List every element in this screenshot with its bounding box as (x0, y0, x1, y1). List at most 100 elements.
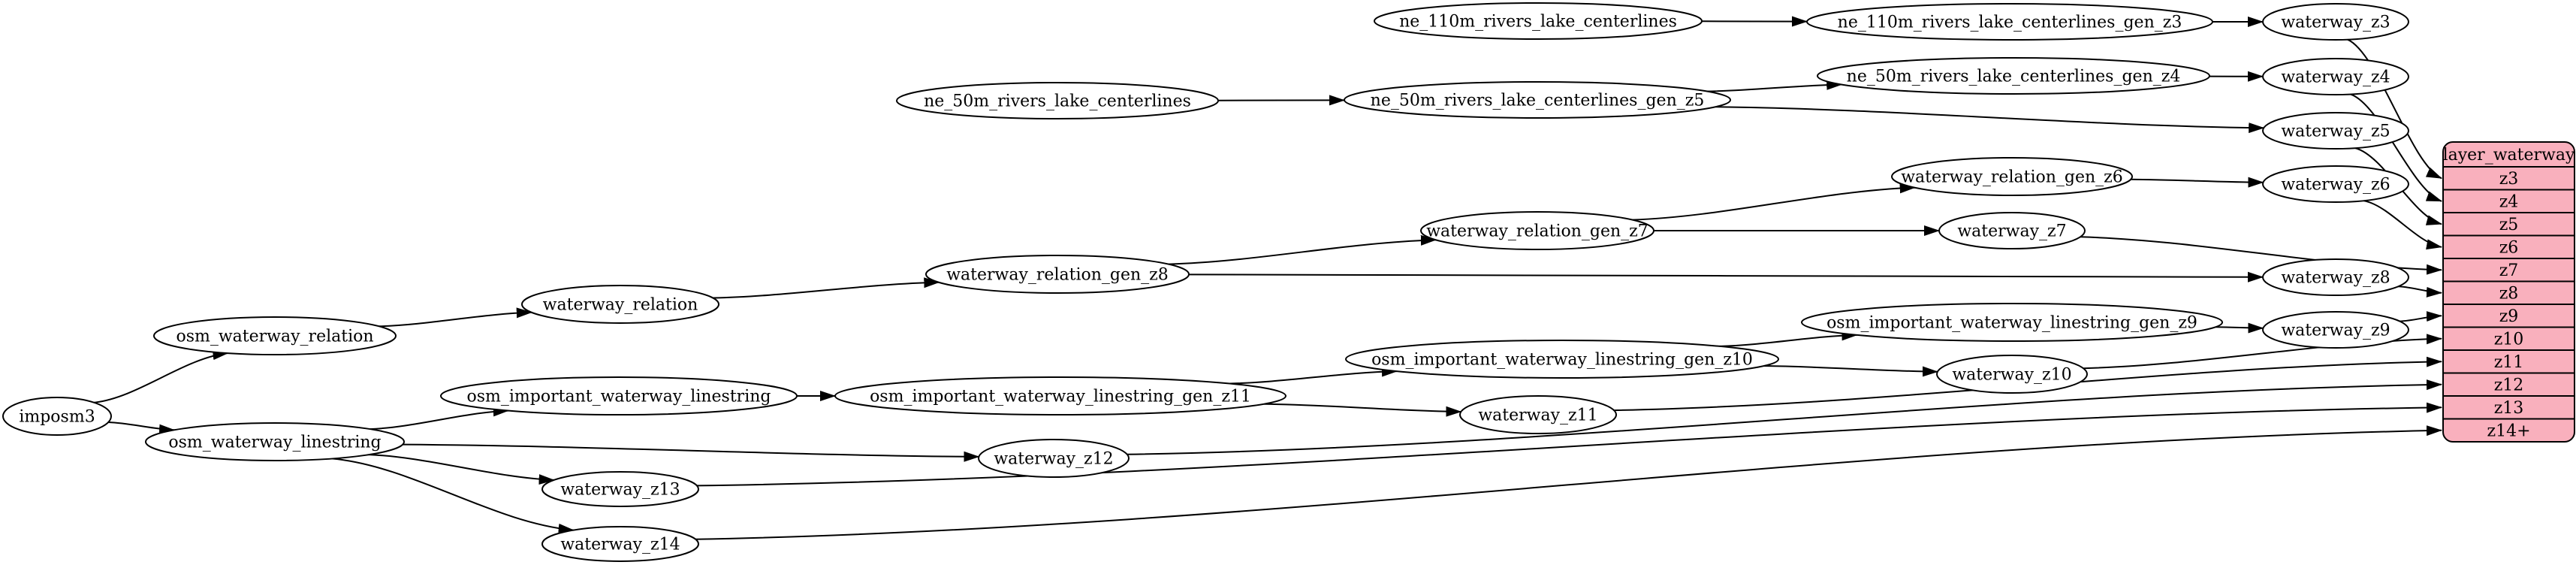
ne_50m_rivers_lake_centerlines_gen_z4-shape (1817, 57, 2210, 95)
table-row-z3: z3 (2499, 170, 2519, 189)
waterway_z3-shape (2262, 3, 2409, 41)
osm_important_waterway_linestring_gen_z9-label: osm_important_waterway_linestring_gen_z9 (1826, 314, 2197, 333)
edge-osm_waterway_linestring-to-waterway_z13 (369, 454, 555, 485)
node-ne_50m_rivers_lake_centerlines: ne_50m_rivers_lake_centerlines (896, 82, 1219, 119)
osm_important_waterway_linestring_gen_z9-shape (1801, 303, 2223, 342)
node-waterway_z3: waterway_z3 (2262, 3, 2409, 41)
node-waterway_z9: waterway_z9 (2262, 311, 2409, 349)
table-row-z4: z4 (2499, 192, 2519, 211)
waterway_z9-label: waterway_z9 (2281, 322, 2390, 340)
node-waterway_relation_gen_z6: waterway_relation_gen_z6 (1891, 157, 2133, 196)
node-waterway_relation_gen_z7: waterway_relation_gen_z7 (1420, 211, 1654, 250)
table-row-z12: z12 (2494, 376, 2524, 394)
edge-osm_important_waterway_linestring_gen_z9-to-waterway_z9 (2215, 322, 2264, 334)
waterway_z12-label: waterway_z12 (994, 450, 1113, 469)
node-osm_important_waterway_linestring_gen_z9: osm_important_waterway_linestring_gen_z9 (1801, 303, 2223, 342)
ne_110m_rivers_lake_centerlines-shape (1374, 2, 1703, 40)
edge-ne_50m_rivers_lake_centerlines_gen_z5-to-waterway_z5 (1715, 106, 2265, 134)
edges-layer (94, 16, 2442, 540)
waterway_z6-shape (2262, 165, 2409, 203)
edge-osm_waterway_linestring-to-waterway_z14 (331, 458, 575, 534)
imposm3-shape (2, 397, 112, 436)
edge-waterway_relation_gen_z8-to-waterway_z8 (1188, 271, 2264, 282)
node-osm_important_waterway_linestring: osm_important_waterway_linestring (440, 376, 798, 415)
node-osm_important_waterway_linestring_gen_z11: osm_important_waterway_linestring_gen_z1… (834, 376, 1286, 415)
waterway_z14-shape (541, 526, 699, 562)
node-ne_50m_rivers_lake_centerlines_gen_z4: ne_50m_rivers_lake_centerlines_gen_z4 (1817, 57, 2210, 95)
node-waterway_z6: waterway_z6 (2262, 165, 2409, 203)
table-row-z5: z5 (2499, 216, 2519, 234)
layer-waterway-table-title: layer_waterway (2443, 146, 2575, 165)
edge-waterway_z4-to-layer_waterway-z4 (2350, 93, 2442, 202)
node-osm_important_waterway_linestring_gen_z10: osm_important_waterway_linestring_gen_z1… (1345, 340, 1779, 379)
edge-waterway_z3-to-layer_waterway-z3 (2347, 38, 2442, 180)
edge-waterway_relation_gen_z7-to-waterway_relation_gen_z6 (1632, 183, 1916, 221)
waterway_z8-shape (2262, 258, 2409, 296)
waterway_z4-label: waterway_z4 (2281, 68, 2390, 87)
node-waterway_z13: waterway_z13 (541, 471, 699, 507)
waterway_z3-label: waterway_z3 (2281, 14, 2390, 32)
waterway_z14-label: waterway_z14 (560, 536, 680, 554)
ne_50m_rivers_lake_centerlines-label: ne_50m_rivers_lake_centerlines (924, 92, 1191, 111)
ne_50m_rivers_lake_centerlines_gen_z5-shape (1344, 81, 1731, 119)
ne_50m_rivers_lake_centerlines-shape (896, 82, 1219, 119)
waterway_z5-label: waterway_z5 (2281, 122, 2390, 141)
ne_110m_rivers_lake_centerlines_gen_z3-label: ne_110m_rivers_lake_centerlines_gen_z3 (1838, 14, 2182, 32)
node-waterway_z11: waterway_z11 (1459, 395, 1617, 434)
osm_waterway_linestring-shape (145, 422, 405, 461)
node-waterway_z7: waterway_z7 (1938, 212, 2086, 249)
node-waterway_z12: waterway_z12 (978, 439, 1130, 478)
waterway_z9-shape (2262, 311, 2409, 349)
edge-waterway_z13-to-layer_waterway-z13 (696, 402, 2442, 487)
table-row-z11: z11 (2494, 353, 2524, 372)
osm_waterway_linestring-label: osm_waterway_linestring (168, 434, 381, 452)
waterway_relation_gen_z7-shape (1420, 211, 1654, 250)
waterway_z10-label: waterway_z10 (1952, 366, 2071, 385)
waterway_z13-label: waterway_z13 (560, 481, 680, 500)
node-ne_110m_rivers_lake_centerlines: ne_110m_rivers_lake_centerlines (1374, 2, 1703, 40)
ne_110m_rivers_lake_centerlines-label: ne_110m_rivers_lake_centerlines (1399, 13, 1677, 32)
node-waterway_relation_gen_z8: waterway_relation_gen_z8 (925, 255, 1190, 294)
waterway_z4-shape (2262, 58, 2409, 95)
edge-osm_important_waterway_linestring_gen_z10-to-osm_important_waterway_linestring_gen_z9 (1719, 330, 1858, 347)
osm_important_waterway_linestring_gen_z10-label: osm_important_waterway_linestring_gen_z1… (1371, 351, 1753, 370)
node-osm_waterway_relation: osm_waterway_relation (153, 316, 397, 355)
waterway_z6-label: waterway_z6 (2281, 176, 2390, 195)
edge-waterway_z6-to-layer_waterway-z6 (2363, 200, 2442, 250)
edge-waterway_z8-to-layer_waterway-z8 (2398, 286, 2442, 298)
table-row-z9: z9 (2499, 307, 2519, 326)
waterway_z13-shape (541, 471, 699, 507)
waterway_relation-shape (521, 285, 719, 324)
edge-ne_50m_rivers_lake_centerlines_gen_z5-to-ne_50m_rivers_lake_centerlines_gen_z4 (1707, 79, 1843, 92)
edge-waterway_z9-to-layer_waterway-z9 (2400, 311, 2442, 322)
waterway_relation_gen_z8-label: waterway_relation_gen_z8 (946, 266, 1169, 285)
waterway_relation_gen_z8-shape (925, 255, 1190, 294)
ne_50m_rivers_lake_centerlines_gen_z4-label: ne_50m_rivers_lake_centerlines_gen_z4 (1847, 68, 2181, 86)
edge-imposm3-to-osm_waterway_linestring (108, 421, 176, 435)
waterway_z5-shape (2262, 112, 2409, 150)
node-imposm3: imposm3 (2, 397, 112, 436)
node-ne_50m_rivers_lake_centerlines_gen_z5: ne_50m_rivers_lake_centerlines_gen_z5 (1344, 81, 1731, 119)
ne_110m_rivers_lake_centerlines_gen_z3-shape (1806, 3, 2213, 41)
waterway_relation_gen_z6-shape (1891, 157, 2133, 196)
osm_waterway_relation-label: osm_waterway_relation (176, 328, 373, 346)
waterway_z12-shape (978, 439, 1130, 478)
table-row-z8: z8 (2499, 284, 2519, 303)
edge-osm_waterway_relation-to-waterway_relation (379, 307, 532, 328)
osm_important_waterway_linestring_gen_z11-shape (834, 376, 1286, 415)
waterway_z7-label: waterway_z7 (1957, 222, 2066, 241)
node-waterway_z10: waterway_z10 (1936, 355, 2088, 394)
table-row-z14+: z14+ (2487, 421, 2530, 440)
edge-osm_important_waterway_linestring_gen_z10-to-waterway_z10 (1763, 365, 1938, 377)
node-waterway_relation: waterway_relation (521, 285, 719, 324)
osm_important_waterway_linestring-label: osm_important_waterway_linestring (466, 388, 771, 406)
edge-osm_important_waterway_linestring_gen_z11-to-osm_important_waterway_linestring_gen_z10 (1229, 366, 1398, 385)
osm_important_waterway_linestring_gen_z10-shape (1345, 340, 1779, 379)
nodes-layer: imposm3 osm_waterway_relation osm_waterway… (2, 2, 2409, 562)
edge-waterway_relation_gen_z6-to-waterway_z6 (2131, 177, 2264, 188)
table-layer: layer_waterwayz3z4z5z6z7z8z9z10z11z12z13… (2442, 141, 2575, 443)
waterway_relation-label: waterway_relation (543, 296, 698, 315)
edge-osm_important_waterway_linestring_gen_z11-to-waterway_z11 (1264, 403, 1462, 417)
node-waterway_z4: waterway_z4 (2262, 58, 2409, 95)
